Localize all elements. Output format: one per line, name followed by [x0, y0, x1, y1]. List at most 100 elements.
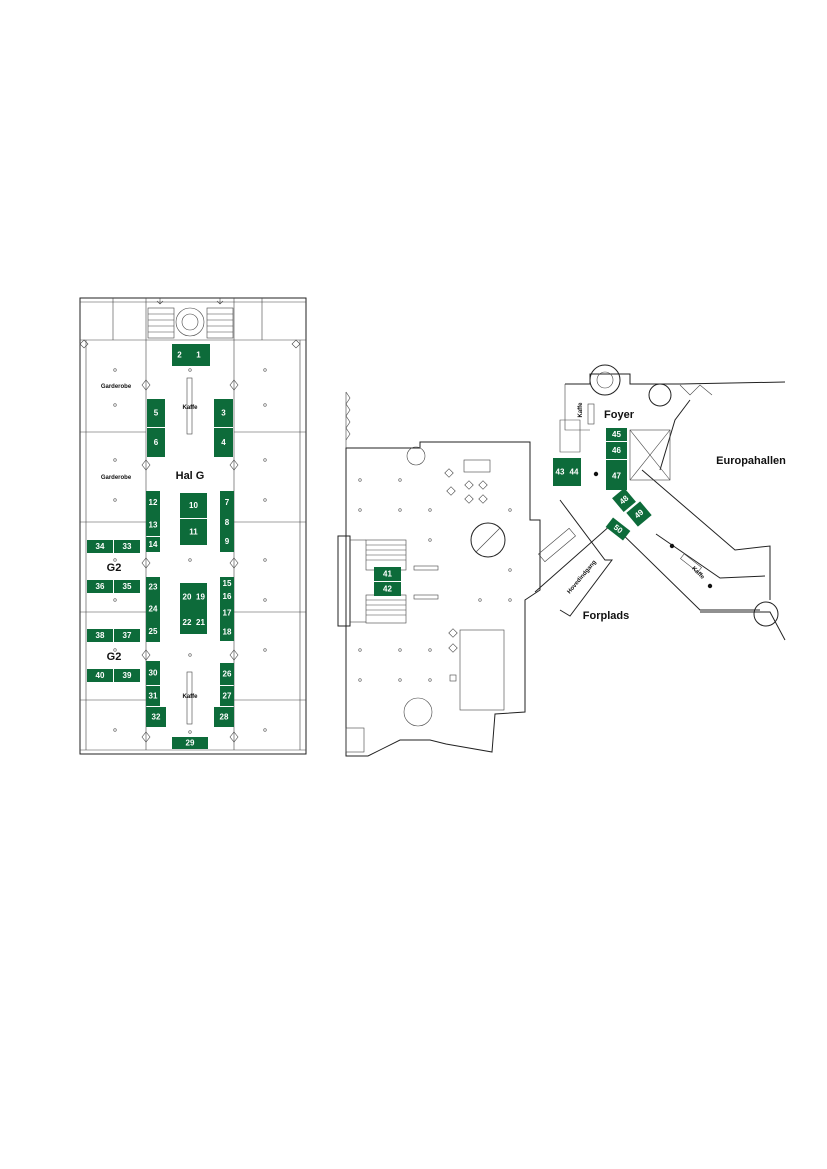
- booth-9[interactable]: 9: [220, 531, 234, 552]
- booth-3[interactable]: 3: [214, 399, 233, 427]
- booth-27[interactable]: 27: [220, 686, 234, 706]
- booth-40[interactable]: 40: [87, 669, 113, 682]
- booth-28[interactable]: 28: [214, 707, 234, 727]
- booth-number: 7: [225, 498, 230, 507]
- booth-4[interactable]: 4: [214, 428, 233, 457]
- floor-dots-hal-g: [113, 368, 267, 734]
- booth-number: 30: [149, 669, 158, 678]
- booth-45[interactable]: 45: [606, 428, 627, 441]
- label-kaffe-foyer: Kaffe: [578, 402, 584, 418]
- booth-number: 22: [183, 618, 192, 627]
- booth-33[interactable]: 33: [114, 540, 140, 553]
- booth-number: 35: [123, 582, 132, 591]
- booth-number: 1: [196, 351, 201, 360]
- booth-number: 14: [149, 540, 158, 549]
- booth-2[interactable]: 2: [172, 344, 187, 366]
- booth-46[interactable]: 46: [606, 442, 627, 459]
- booth-43[interactable]: 43: [553, 458, 567, 486]
- booth-21[interactable]: 21: [194, 611, 207, 634]
- booth-30[interactable]: 30: [146, 661, 160, 685]
- floor-dots-lobby: [358, 478, 512, 682]
- booth-number: 45: [612, 430, 621, 439]
- booth-35[interactable]: 35: [114, 580, 140, 593]
- booth-25[interactable]: 25: [146, 621, 160, 642]
- booth-number: 31: [149, 692, 158, 701]
- booth-number: 2: [177, 351, 182, 360]
- booth-47[interactable]: 47: [606, 460, 627, 490]
- booth-1[interactable]: 1: [187, 344, 210, 366]
- booth-number: 28: [220, 713, 229, 722]
- booth-50[interactable]: 50: [605, 517, 631, 541]
- booth-18[interactable]: 18: [220, 623, 234, 641]
- label-kaffe-bottom: Kaffe: [182, 694, 198, 700]
- booth-number: 5: [154, 409, 159, 418]
- booth-14[interactable]: 14: [146, 537, 160, 552]
- booth-number: 36: [96, 582, 105, 591]
- booth-number: 26: [223, 670, 232, 679]
- booth-6[interactable]: 6: [147, 428, 165, 457]
- booth-31[interactable]: 31: [146, 686, 160, 706]
- booth-23[interactable]: 23: [146, 577, 160, 597]
- booth-20[interactable]: 20: [180, 583, 194, 611]
- booth-42[interactable]: 42: [374, 582, 401, 596]
- booth-36[interactable]: 36: [87, 580, 113, 593]
- booth-number: 18: [223, 628, 232, 637]
- booth-number: 3: [221, 409, 226, 418]
- booth-8[interactable]: 8: [220, 514, 234, 531]
- booth-41[interactable]: 41: [374, 567, 401, 581]
- booth-number: 44: [570, 468, 579, 477]
- staircase-top: [147, 298, 234, 339]
- label-foyer: Foyer: [604, 409, 635, 421]
- booth-15[interactable]: 15: [220, 577, 234, 590]
- booth-37[interactable]: 37: [114, 629, 140, 642]
- booth-number: 9: [225, 537, 230, 546]
- lobby-stair-lines: [366, 544, 406, 616]
- lobby-tables: [444, 468, 488, 682]
- booth-number: 20: [183, 593, 192, 602]
- booth-26[interactable]: 26: [220, 663, 234, 685]
- booth-44[interactable]: 44: [567, 458, 581, 486]
- booth-13[interactable]: 13: [146, 514, 160, 536]
- booth-number: 27: [223, 692, 232, 701]
- booth-number: 8: [225, 518, 230, 527]
- booth-number: 13: [149, 521, 158, 530]
- booth-number: 43: [556, 468, 565, 477]
- booth-number: 25: [149, 627, 158, 636]
- booth-19[interactable]: 19: [194, 583, 207, 611]
- booth-48[interactable]: 48: [612, 487, 636, 513]
- booth-32[interactable]: 32: [146, 707, 166, 727]
- booth-number: 33: [123, 542, 132, 551]
- booth-11[interactable]: 11: [180, 519, 207, 545]
- booth-number: 10: [189, 501, 198, 510]
- booth-number: 15: [223, 579, 232, 588]
- booth-number: 29: [186, 739, 195, 748]
- booth-22[interactable]: 22: [180, 611, 194, 634]
- booth-16[interactable]: 16: [220, 590, 234, 603]
- label-garderobe-bottom: Garderobe: [101, 475, 132, 481]
- booth-number: 42: [383, 585, 392, 594]
- booth-12[interactable]: 12: [146, 491, 160, 514]
- booth-10[interactable]: 10: [180, 493, 207, 518]
- booth-38[interactable]: 38: [87, 629, 113, 642]
- booth-number: 24: [149, 605, 158, 614]
- booth-24[interactable]: 24: [146, 597, 160, 621]
- booth-number: 34: [96, 542, 105, 551]
- booth-number: 4: [221, 438, 226, 447]
- booth-number: 17: [223, 609, 232, 618]
- booth-number: 11: [189, 528, 198, 537]
- booth-17[interactable]: 17: [220, 603, 234, 623]
- booth-29[interactable]: 29: [172, 737, 208, 749]
- label-europahallen: Europahallen: [716, 455, 786, 467]
- label-kaffe-top: Kaffe: [182, 405, 198, 411]
- booth-number: 38: [96, 631, 105, 640]
- booth-number: 19: [196, 593, 205, 602]
- booth-5[interactable]: 5: [147, 399, 165, 427]
- label-hal-g: Hal G: [176, 470, 205, 482]
- booth-39[interactable]: 39: [114, 669, 140, 682]
- booth-number: 37: [123, 631, 132, 640]
- booth-7[interactable]: 7: [220, 491, 234, 514]
- booth-34[interactable]: 34: [87, 540, 113, 553]
- label-g2-bottom: G2: [107, 651, 122, 663]
- booth-49[interactable]: 49: [626, 501, 652, 527]
